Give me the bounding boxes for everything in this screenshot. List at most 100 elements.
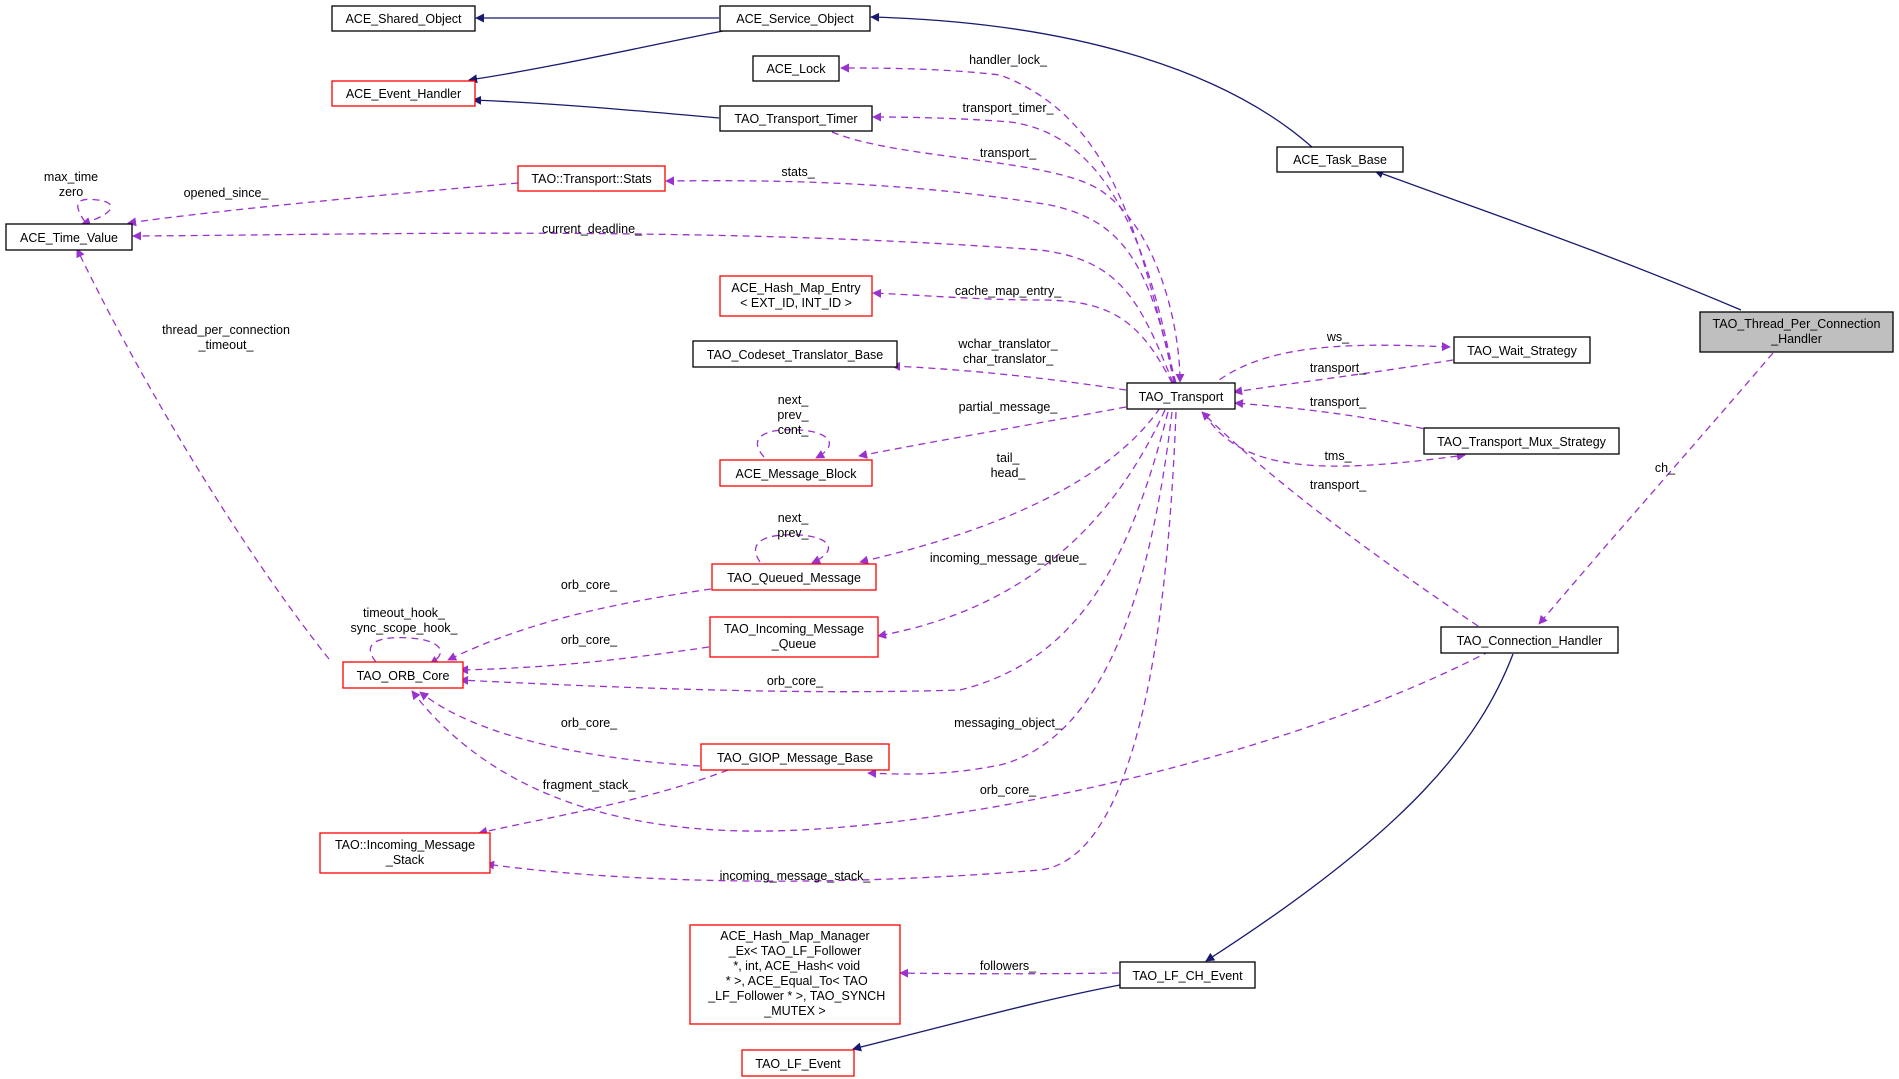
svg-text:TAO_Wait_Strategy: TAO_Wait_Strategy	[1467, 344, 1578, 358]
class-ace-service-object[interactable]: ACE_Service_Object	[719, 5, 871, 32]
class-tao-giop-message-base[interactable]: TAO_GIOP_Message_Base	[700, 743, 890, 771]
edge-label-followers: followers_	[980, 959, 1037, 973]
edge-label-next-prev: next_prev_	[777, 511, 809, 540]
edge-transport-transport-timer	[872, 112, 1176, 384]
edge-label-translators: wchar_translator_char_translator_	[957, 337, 1058, 366]
class-tao-wait-strategy[interactable]: TAO_Wait_Strategy	[1453, 336, 1591, 364]
edge-connection-orb-core	[411, 650, 1491, 832]
class-ace-shared-object[interactable]: ACE_Shared_Object	[331, 5, 476, 32]
class-tao-thread-per-connection-handler[interactable]: TAO_Thread_Per_Connection_Handler	[1699, 311, 1894, 353]
svg-text:ACE_Lock: ACE_Lock	[766, 62, 826, 76]
class-tao-transport[interactable]: TAO_Transport	[1126, 382, 1236, 410]
edge-queued-orb-core	[447, 588, 712, 661]
edge-connection-transport	[1201, 411, 1479, 627]
edge-transport-translators	[891, 361, 1127, 391]
edge-label-messaging-object: messaging_object_	[954, 716, 1063, 730]
edge-label-orb-core-giop: orb_core_	[561, 716, 618, 730]
edge-label-fragment-stack: fragment_stack_	[543, 778, 636, 792]
svg-text:TAO_Incoming_Message_Queue: TAO_Incoming_Message_Queue	[724, 622, 864, 651]
svg-text:ACE_Hash_Map_Manager_Ex< TAO_L: ACE_Hash_Map_Manager_Ex< TAO_LF_Follower…	[705, 929, 886, 1018]
edge-task-base-to-service-object	[870, 12, 1314, 149]
edge-queued-self	[754, 534, 830, 564]
svg-text:TAO_GIOP_Message_Base: TAO_GIOP_Message_Base	[717, 751, 873, 765]
edge-label-incoming-message-stack: incoming_message_stack_	[720, 869, 872, 883]
edge-transport-wait-strategy	[1209, 342, 1451, 388]
class-tao-codeset-translator-base[interactable]: TAO_Codeset_Translator_Base	[692, 340, 898, 368]
svg-text:TAO::Incoming_Message_Stack: TAO::Incoming_Message_Stack	[335, 838, 475, 867]
class-tao-transport-timer[interactable]: TAO_Transport_Timer	[719, 105, 873, 132]
edge-incoming-queue-orb-core	[459, 646, 710, 675]
class-tao-orb-core[interactable]: TAO_ORB_Core	[342, 661, 464, 689]
svg-text:ACE_Shared_Object: ACE_Shared_Object	[345, 12, 462, 26]
svg-text:TAO_Thread_Per_Connection_Hand: TAO_Thread_Per_Connection_Handler	[1713, 317, 1881, 346]
edge-time-value-self	[77, 198, 112, 226]
edge-label-ch: ch_	[1655, 461, 1676, 475]
svg-text:TAO_Connection_Handler: TAO_Connection_Handler	[1457, 634, 1603, 648]
edge-transport-orb-core	[459, 411, 1169, 693]
edge-label-incoming-message-queue: incoming_message_queue_	[930, 551, 1087, 565]
svg-text:TAO_ORB_Core: TAO_ORB_Core	[357, 669, 450, 683]
edge-transport-incoming-queue	[877, 409, 1166, 639]
class-ace-message-block[interactable]: ACE_Message_Block	[719, 459, 873, 487]
class-ace-lock[interactable]: ACE_Lock	[752, 55, 840, 82]
edge-label-opened-since: opened_since_	[184, 186, 270, 200]
edge-label-transport-from-timer: transport_	[980, 146, 1037, 160]
edge-transport-tail-head	[859, 407, 1161, 565]
edge-transport-cache-map-entry	[872, 288, 1173, 384]
class-tao-lf-event[interactable]: TAO_LF_Event	[741, 1049, 855, 1077]
svg-text:TAO_Queued_Message: TAO_Queued_Message	[727, 571, 861, 585]
svg-text:TAO_Transport_Mux_Strategy: TAO_Transport_Mux_Strategy	[1437, 435, 1607, 449]
edge-lf-ch-event-to-connection-handler	[1205, 653, 1514, 962]
edge-label-orb-core-transport: orb_core_	[767, 674, 824, 688]
edge-transport-stats	[665, 176, 1175, 384]
edge-transport-handler-lock	[840, 63, 1177, 384]
svg-text:TAO_LF_Event: TAO_LF_Event	[755, 1057, 841, 1071]
edge-label-tms: tms_	[1324, 449, 1352, 463]
class-tao-incoming-message-stack[interactable]: TAO::Incoming_Message_Stack	[319, 832, 491, 874]
svg-text:ACE_Time_Value: ACE_Time_Value	[20, 231, 118, 245]
edge-label-thread-timeout: thread_per_connection_timeout_	[162, 323, 290, 352]
edge-stats-opened-since	[127, 182, 519, 227]
edge-label-cache-map-entry: cache_map_entry_	[955, 284, 1062, 298]
edge-label-transport-from-mux: transport_	[1310, 395, 1367, 409]
svg-text:TAO::Transport::Stats: TAO::Transport::Stats	[531, 172, 651, 186]
svg-text:ACE_Message_Block: ACE_Message_Block	[736, 467, 858, 481]
edge-label-partial-message: partial_message_	[959, 400, 1059, 414]
class-ace-time-value[interactable]: ACE_Time_Value	[5, 223, 133, 251]
edge-lf-ch-followers	[899, 968, 1120, 978]
edge-message-block-self	[756, 429, 830, 459]
edge-label-orb-core-incoming: orb_core_	[561, 633, 618, 647]
class-tao-transport-mux-strategy[interactable]: TAO_Transport_Mux_Strategy	[1423, 427, 1620, 455]
class-ace-task-base[interactable]: ACE_Task_Base	[1276, 146, 1404, 173]
edge-orb-core-self	[369, 636, 442, 665]
class-tao-transport-stats[interactable]: TAO::Transport::Stats	[517, 165, 666, 192]
edge-transport-mux-strategy	[1203, 412, 1466, 467]
class-tao-connection-handler[interactable]: TAO_Connection_Handler	[1440, 626, 1619, 654]
edge-mux-transport	[1234, 399, 1436, 432]
svg-text:TAO_LF_CH_Event: TAO_LF_CH_Event	[1132, 969, 1243, 983]
edge-label-transport-timer: transport_timer_	[962, 101, 1054, 115]
class-tao-incoming-message-queue[interactable]: TAO_Incoming_Message_Queue	[709, 616, 879, 658]
edge-orb-core-thread-timeout	[76, 248, 330, 660]
class-tao-lf-ch-event[interactable]: TAO_LF_CH_Event	[1119, 961, 1256, 989]
edge-thread-handler-ch	[1538, 352, 1774, 625]
edge-transport-timer-to-event-handler	[472, 95, 720, 119]
edge-giop-orb-core	[419, 691, 701, 767]
edge-lf-ch-event-to-lf-event	[852, 984, 1121, 1052]
svg-text:ACE_Event_Handler: ACE_Event_Handler	[346, 87, 461, 101]
class-ace-event-handler[interactable]: ACE_Event_Handler	[331, 80, 476, 107]
edge-label-tail-head: tail_head_	[991, 451, 1027, 480]
edge-label-next-prev-cont: next_prev_cont_	[777, 393, 809, 437]
svg-text:TAO_Codeset_Translator_Base: TAO_Codeset_Translator_Base	[707, 348, 884, 362]
svg-text:TAO_Transport: TAO_Transport	[1139, 390, 1224, 404]
class-tao-queued-message[interactable]: TAO_Queued_Message	[711, 563, 877, 591]
edge-wait-transport	[1233, 359, 1454, 396]
class-ace-hash-map-entry[interactable]: ACE_Hash_Map_Entry< EXT_ID, INT_ID >	[719, 275, 873, 317]
edge-service-object-to-event-handler	[468, 28, 734, 84]
edge-label-current-deadline: current_deadline_	[542, 222, 643, 236]
edge-label-ws: ws_	[1326, 330, 1350, 344]
edge-transport-partial-message	[858, 406, 1127, 459]
class-ace-hash-map-manager-ex[interactable]: ACE_Hash_Map_Manager_Ex< TAO_LF_Follower…	[689, 924, 901, 1025]
